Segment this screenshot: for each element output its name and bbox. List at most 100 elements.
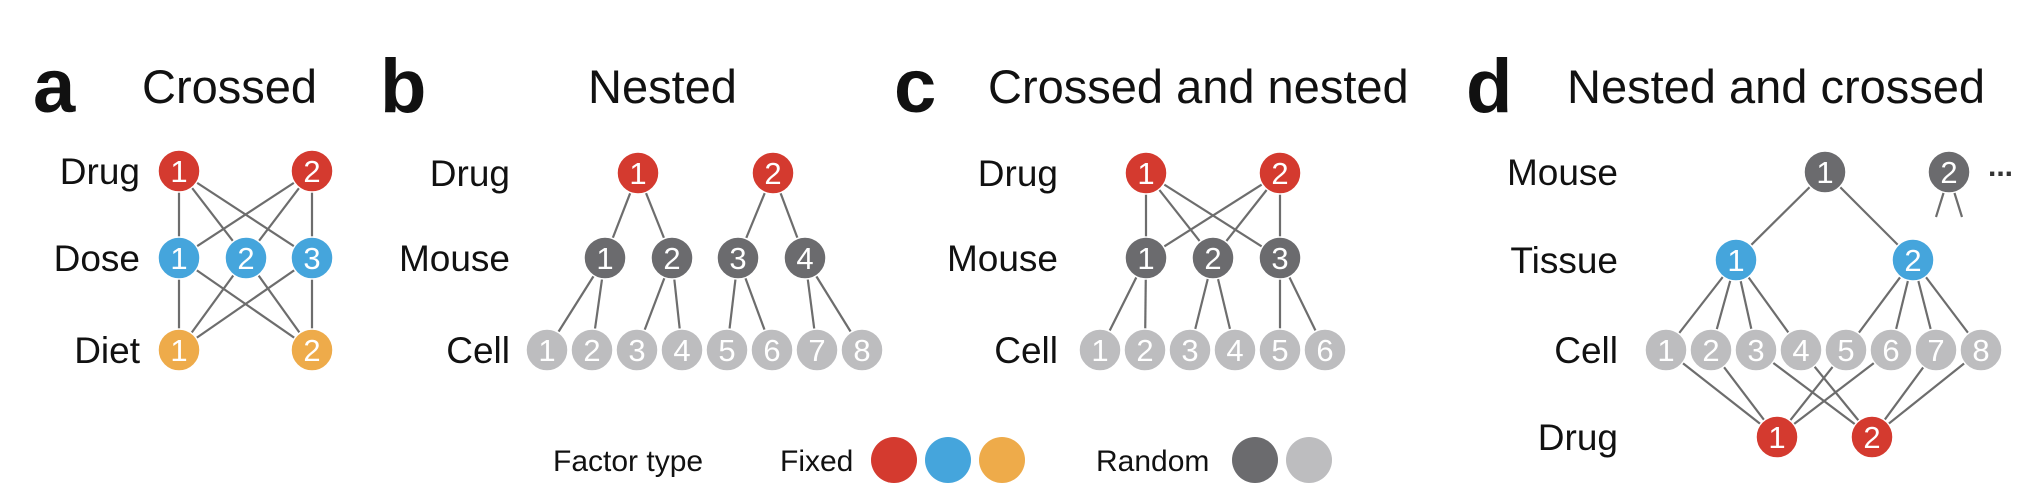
edge (1776, 349, 1892, 438)
node-circle (1734, 328, 1778, 372)
node-mouse-3: 3 (1258, 236, 1302, 280)
node-label: 1 (596, 241, 613, 276)
node-circle (290, 236, 334, 280)
legend-swatch-fixed-blue (925, 437, 971, 483)
node-label: 4 (1792, 333, 1809, 368)
node-cell-4: 4 (1779, 328, 1823, 372)
node-circle (705, 328, 749, 372)
node-label: 3 (303, 241, 320, 276)
node-circle (1124, 151, 1168, 195)
panel-title-a: Crossed (142, 60, 317, 113)
node-drug-2: 2 (751, 151, 795, 195)
node-label: 6 (763, 333, 780, 368)
node-dose-2: 2 (224, 236, 268, 280)
edges-d (1665, 171, 1982, 438)
node-circle (157, 236, 201, 280)
node-mouse-2: 2 (1927, 150, 1971, 194)
node-cell-2: 2 (1689, 328, 1733, 372)
node-label: 2 (1863, 420, 1880, 455)
legend-fixed-swatches (871, 437, 1025, 483)
node-label: 3 (729, 241, 746, 276)
node-label: 2 (237, 241, 254, 276)
node-label: 1 (1137, 241, 1154, 276)
node-cell-3: 3 (1734, 328, 1778, 372)
node-label: 7 (1927, 333, 1944, 368)
node-drug-2: 2 (290, 149, 334, 193)
node-label: 5 (718, 333, 735, 368)
node-circle (616, 151, 660, 195)
node-cell-3: 3 (615, 328, 659, 372)
node-circle (1714, 238, 1758, 282)
row-label-diet: Diet (74, 330, 141, 371)
node-label: 2 (1271, 156, 1288, 191)
node-circle (1891, 238, 1935, 282)
node-circle (650, 236, 694, 280)
node-label: 1 (1727, 243, 1744, 278)
node-circle (1779, 328, 1823, 372)
legend-title: Factor type (553, 445, 703, 478)
node-mouse-1: 1 (583, 236, 627, 280)
node-circle (1124, 236, 1168, 280)
node-circle (1914, 328, 1958, 372)
node-label: 1 (538, 333, 555, 368)
node-label: 1 (1091, 333, 1108, 368)
row-label-tissue: Tissue (1510, 240, 1618, 281)
continuation-ellipsis: ... (1988, 150, 2013, 183)
node-circle (1689, 328, 1733, 372)
node-cell-6: 6 (1303, 328, 1347, 372)
panel-title-d: Nested and crossed (1567, 60, 1985, 113)
node-cell-2: 2 (570, 328, 614, 372)
node-mouse-1: 1 (1803, 150, 1847, 194)
panel-title-b: Nested (588, 60, 737, 113)
node-diet-1: 1 (157, 328, 201, 372)
node-dose-1: 1 (157, 236, 201, 280)
node-label: 1 (170, 154, 187, 189)
node-circle (660, 328, 704, 372)
node-circle (1168, 328, 1212, 372)
node-label: 2 (1904, 243, 1921, 278)
node-cell-5: 5 (1258, 328, 1302, 372)
nodes-a: 1 2 1 2 3 1 2 (157, 149, 334, 372)
node-drug-1: 1 (157, 149, 201, 193)
node-mouse-3: 3 (716, 236, 760, 280)
edge (178, 170, 313, 259)
node-cell-6: 6 (750, 328, 794, 372)
row-label-mouse: Mouse (399, 238, 510, 279)
node-circle (224, 236, 268, 280)
edge (1871, 349, 1982, 438)
panel-letter-c: c (894, 44, 936, 129)
node-circle (1850, 415, 1894, 459)
row-label-cell: Cell (446, 330, 510, 371)
node-mouse-4: 4 (783, 236, 827, 280)
node-label: 1 (1768, 420, 1785, 455)
node-circle (615, 328, 659, 372)
panel-d: d Nested and crossed MouseTissueCellDrug… (1466, 44, 2013, 459)
node-circle (157, 149, 201, 193)
node-label: 6 (1316, 333, 1333, 368)
node-circle (1258, 236, 1302, 280)
node-circle (1644, 328, 1688, 372)
node-mouse-1: 1 (1124, 236, 1168, 280)
legend-swatch-fixed-orange (979, 437, 1025, 483)
legend-random-swatches (1232, 437, 1332, 483)
node-circle (583, 236, 627, 280)
edge (1665, 349, 1778, 438)
node-circle (783, 236, 827, 280)
legend-random-label: Random (1096, 445, 1209, 478)
node-circle (1123, 328, 1167, 372)
node-label: 2 (303, 333, 320, 368)
node-cell-4: 4 (1213, 328, 1257, 372)
node-label: 2 (583, 333, 600, 368)
node-cell-2: 2 (1123, 328, 1167, 372)
node-cell-3: 3 (1168, 328, 1212, 372)
node-drug-2: 2 (1258, 151, 1302, 195)
node-tissue-2: 2 (1891, 238, 1935, 282)
row-label-drug: Drug (1538, 417, 1618, 458)
node-circle (1258, 328, 1302, 372)
node-label: 4 (796, 241, 813, 276)
legend-swatch-random-light (1286, 437, 1332, 483)
